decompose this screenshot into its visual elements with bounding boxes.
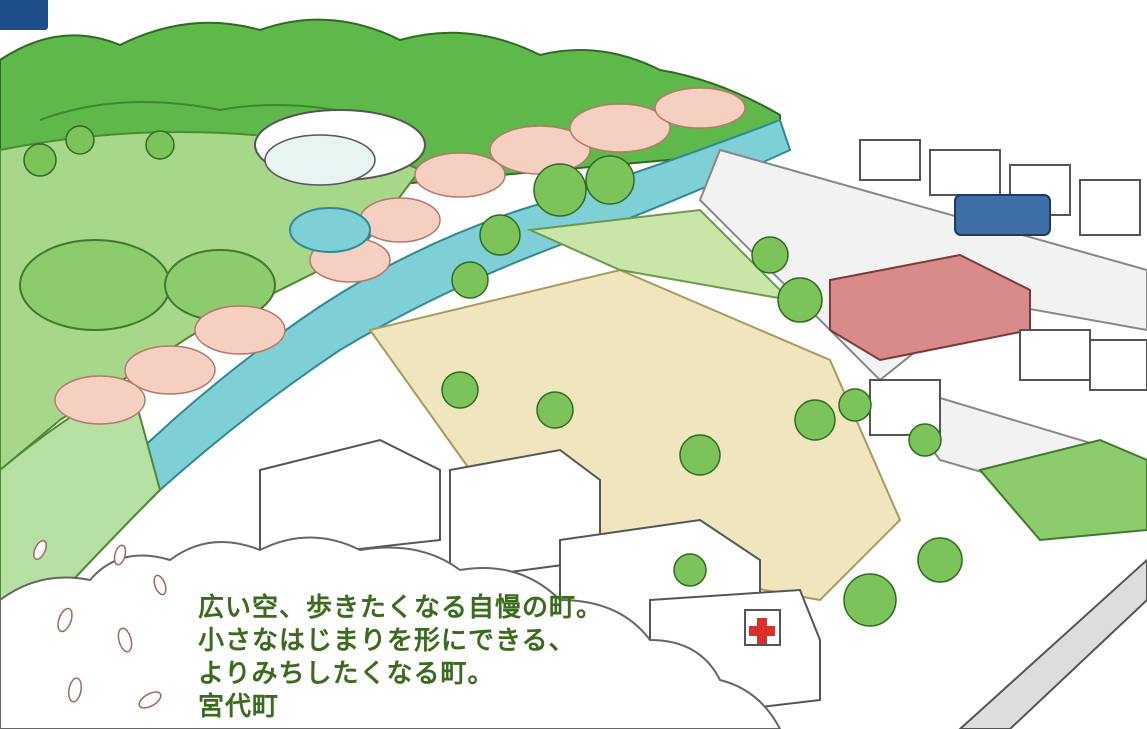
cherry-blossom-row <box>54 87 746 425</box>
railway <box>958 558 1147 729</box>
slogan-line-3: よりみちしたくなる町。 <box>198 659 495 689</box>
right-park <box>978 438 1147 542</box>
pond <box>289 207 371 253</box>
right-buildings <box>859 139 1147 436</box>
amphitheater <box>254 109 426 186</box>
slogan-line-1: 広い空、歩きたくなる自慢の町。 <box>198 593 604 623</box>
bus <box>954 194 1051 236</box>
slogan-line-2: 小さなはじまりを形にできる、 <box>198 626 576 656</box>
slogan-line-4: 宮代町 <box>198 692 280 722</box>
trees <box>23 125 963 627</box>
slogan: 広い空、歩きたくなる自慢の町。 小さなはじまりを形にできる、 よりみちしたくなる… <box>198 592 603 724</box>
petals <box>33 539 167 709</box>
header-accent-tab <box>0 0 48 30</box>
clinic-cross-icon <box>749 618 775 644</box>
cloud-frame <box>0 536 782 729</box>
